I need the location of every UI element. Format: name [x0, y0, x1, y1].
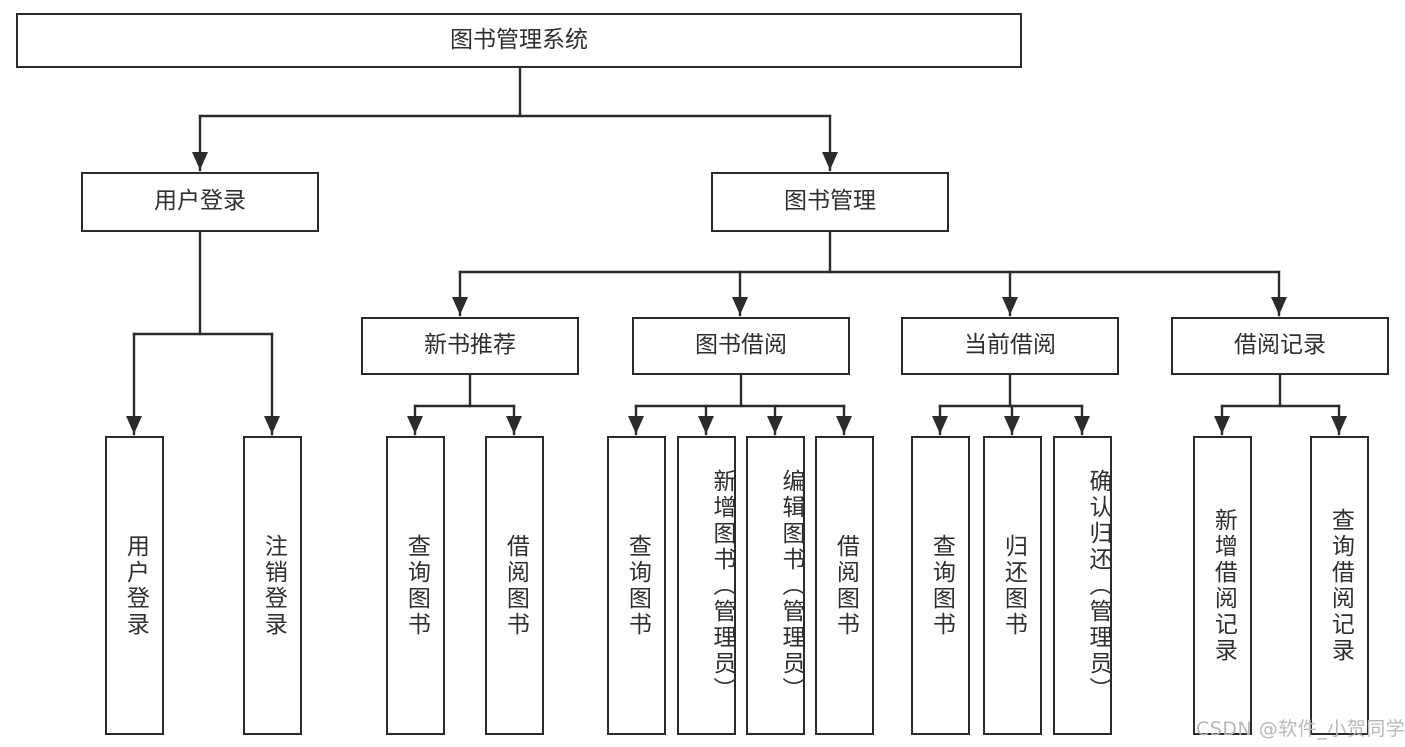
- watermark-label: CSDN @软件_小贺同学: [1196, 718, 1405, 740]
- node-l-q3: 查询图书: [911, 436, 970, 735]
- arrowhead-icon: [1214, 416, 1230, 434]
- node-label: 当前借阅: [964, 332, 1056, 359]
- node-label: 注销登录: [260, 533, 287, 638]
- node-n-book: 图书管理: [711, 172, 949, 232]
- arrowhead-icon: [452, 297, 468, 315]
- node-l-logout: 注销登录: [243, 436, 302, 735]
- node-label: 新增图书（管理员）: [709, 468, 735, 703]
- node-label: 归还图书: [1000, 533, 1027, 638]
- arrowhead-icon: [126, 416, 142, 434]
- node-n-current: 当前借阅: [901, 317, 1119, 375]
- node-label: 查询图书: [403, 533, 430, 638]
- node-label: 图书管理系统: [450, 26, 588, 53]
- node-n-newbook: 新书推荐: [361, 317, 579, 375]
- node-l-q2: 查询图书: [607, 436, 666, 735]
- node-label: 新增借阅记录: [1210, 507, 1237, 664]
- node-label: 查询借阅记录: [1327, 507, 1354, 664]
- node-l-q1: 查询图书: [386, 436, 445, 735]
- node-label: 编辑图书（管理员）: [778, 468, 804, 703]
- node-l-b1: 借阅图书: [485, 436, 544, 735]
- arrowhead-icon: [698, 416, 714, 434]
- arrowhead-icon: [506, 416, 522, 434]
- node-label: 查询图书: [928, 533, 955, 638]
- node-label: 借阅图书: [832, 533, 859, 638]
- arrowhead-icon: [1002, 297, 1018, 315]
- node-n-borrow: 图书借阅: [632, 317, 850, 375]
- node-n-user: 用户登录: [81, 172, 319, 232]
- node-root: 图书管理系统: [16, 13, 1022, 68]
- node-label: 查询图书: [624, 533, 651, 638]
- node-label: 借阅图书: [502, 533, 529, 638]
- node-l-qrec: 查询借阅记录: [1310, 436, 1369, 735]
- arrowhead-icon: [407, 416, 423, 434]
- arrowhead-icon: [628, 416, 644, 434]
- node-l-confirm: 确认归还（管理员）: [1053, 436, 1112, 735]
- arrowhead-icon: [1271, 297, 1287, 315]
- arrowhead-icon: [767, 416, 783, 434]
- connector-group-n-book: [452, 230, 1287, 317]
- node-l-add: 新增图书（管理员）: [677, 436, 736, 735]
- node-l-b2: 借阅图书: [815, 436, 874, 735]
- node-label: 确认归还（管理员）: [1085, 468, 1111, 703]
- node-l-addrec: 新增借阅记录: [1193, 436, 1252, 735]
- arrowhead-icon: [192, 152, 208, 170]
- node-l-edit: 编辑图书（管理员）: [746, 436, 805, 735]
- connector-group-n-newbook: [407, 373, 522, 436]
- node-n-record: 借阅记录: [1171, 317, 1389, 375]
- arrowhead-icon: [1004, 416, 1020, 434]
- node-label: 新书推荐: [424, 332, 516, 359]
- node-label: 图书管理: [784, 188, 876, 215]
- connector-group-n-borrow: [628, 373, 852, 436]
- arrowhead-icon: [264, 416, 280, 434]
- node-label: 图书借阅: [695, 332, 787, 359]
- arrowhead-icon: [732, 297, 748, 315]
- connector-group-n-record: [1214, 373, 1347, 436]
- connector-group-root: [192, 66, 838, 172]
- arrowhead-icon: [822, 152, 838, 170]
- arrowhead-icon: [1331, 416, 1347, 434]
- node-label: 用户登录: [122, 533, 149, 638]
- arrowhead-icon: [836, 416, 852, 434]
- node-l-return: 归还图书: [983, 436, 1042, 735]
- arrowhead-icon: [1074, 416, 1090, 434]
- node-l-login: 用户登录: [105, 436, 164, 735]
- node-label: 借阅记录: [1234, 332, 1326, 359]
- connector-group-n-user: [126, 230, 280, 436]
- connector-group-n-current: [932, 373, 1090, 436]
- node-label: 用户登录: [154, 188, 246, 215]
- arrowhead-icon: [932, 416, 948, 434]
